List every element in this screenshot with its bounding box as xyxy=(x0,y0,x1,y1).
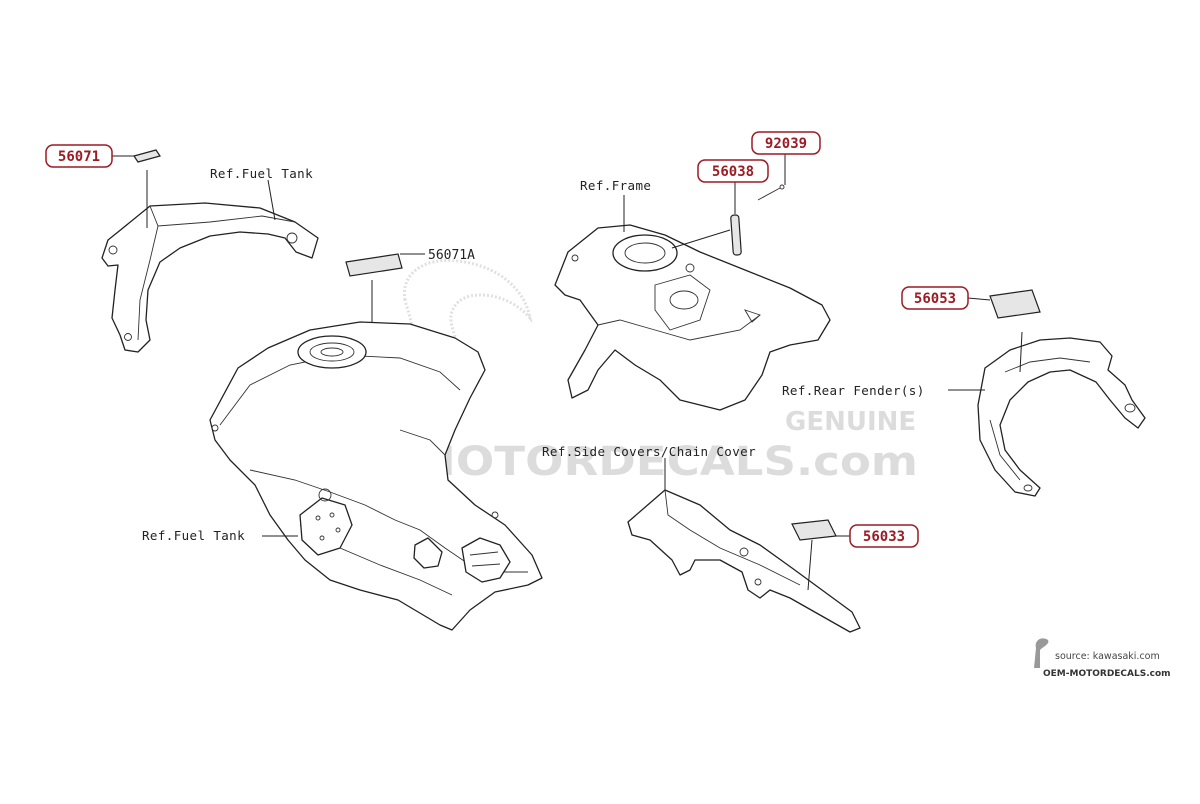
source-brand: OEM-MOTORDECALS.com xyxy=(1043,669,1171,679)
part-box-56033[interactable] xyxy=(849,524,919,548)
decal-56053 xyxy=(989,289,1041,319)
part-label-56071[interactable]: 56071 xyxy=(58,149,100,165)
fuel-tank-cover-drawing xyxy=(101,149,319,353)
ref-rear-fender: Ref.Rear Fender(s) xyxy=(782,383,925,398)
chain-cover-drawing xyxy=(627,458,861,633)
part-label-92039[interactable]: 92039 xyxy=(765,136,807,152)
part-label-56038[interactable]: 56038 xyxy=(712,164,754,180)
ref-fuel-tank-top: Ref.Fuel Tank xyxy=(210,166,313,181)
decal-56071A xyxy=(345,253,403,277)
part-label-56053[interactable]: 56053 xyxy=(914,291,956,307)
part-box-56071[interactable] xyxy=(45,144,113,168)
watermark-genuine: GENUINE xyxy=(785,407,916,437)
ref-side-covers: Ref.Side Covers/Chain Cover xyxy=(542,444,756,459)
watermark-bird-logo xyxy=(401,258,533,405)
frame-drawing xyxy=(554,224,831,411)
decal-56071 xyxy=(133,149,161,163)
part-label-56033[interactable]: 56033 xyxy=(863,529,905,545)
part-box-56053[interactable] xyxy=(901,286,969,310)
part-box-92039[interactable] xyxy=(751,131,821,155)
source-credit: source: kawasaki.com OEM-MOTORDECALS.com xyxy=(1034,638,1171,679)
part-label-56071A[interactable]: 56071A xyxy=(428,248,475,263)
decal-56038 xyxy=(730,214,742,256)
decal-56033 xyxy=(791,519,837,541)
rear-fender-drawing xyxy=(967,289,1146,497)
ref-frame: Ref.Frame xyxy=(580,178,651,193)
fuel-tank-drawing xyxy=(209,321,543,631)
ref-fuel-tank-left: Ref.Fuel Tank xyxy=(142,528,245,543)
source-bird-icon xyxy=(1034,638,1049,668)
source-text: source: kawasaki.com xyxy=(1055,651,1160,662)
part-box-56038[interactable] xyxy=(697,159,769,183)
